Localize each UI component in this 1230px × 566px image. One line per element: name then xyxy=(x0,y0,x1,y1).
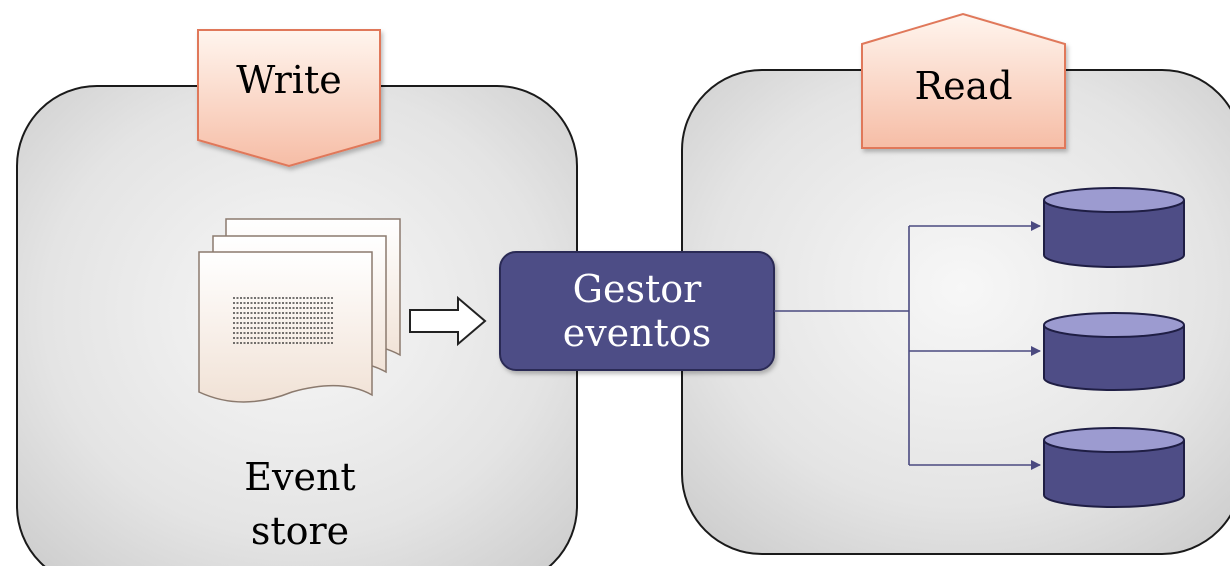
connectors xyxy=(774,221,1041,470)
write-tag-shape xyxy=(197,29,381,168)
event-manager-label-line2: eventos xyxy=(562,311,712,355)
write-tag-label: Write xyxy=(236,58,342,102)
read-tag-label: Read xyxy=(914,64,1013,108)
hollow-arrow-icon xyxy=(409,295,487,347)
event-manager-label-line1: Gestor xyxy=(572,267,702,311)
database-icon xyxy=(1043,312,1185,391)
event-store-label-line1: Event xyxy=(244,455,356,499)
read-tag-shape xyxy=(861,12,1066,149)
database-icon xyxy=(1043,427,1185,508)
event-store-label: Event store xyxy=(180,450,420,558)
document-stack-icon xyxy=(198,218,401,403)
database-icon xyxy=(1043,187,1185,268)
event-store-label-line2: store xyxy=(250,509,350,553)
event-manager-label: Gestor eventos xyxy=(500,252,774,370)
